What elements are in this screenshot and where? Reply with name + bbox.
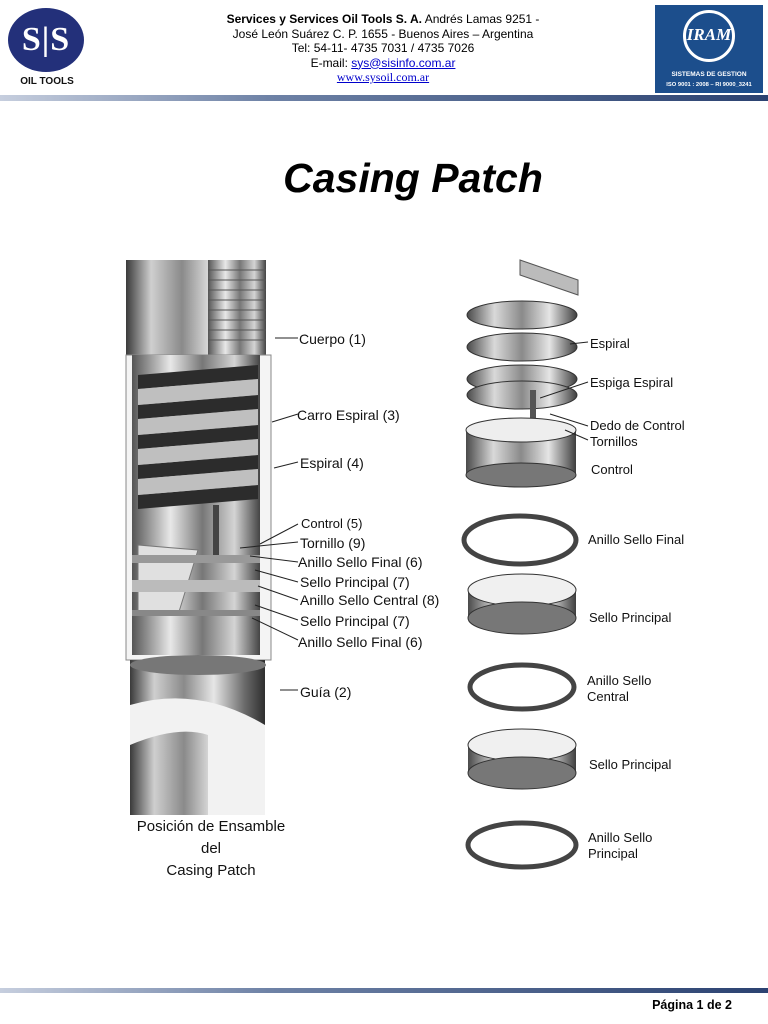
header-rule: [0, 95, 768, 101]
label-espiral-part: Espiral: [590, 336, 630, 351]
iram-logo: IRAM SISTEMAS DE GESTION ISO 9001 : 2008…: [655, 5, 763, 93]
company-line-1: Services y Services Oil Tools S. A. Andr…: [150, 12, 616, 27]
guide-leader-line: [280, 689, 298, 691]
label-control: Control (5): [301, 516, 363, 531]
email-label: E-mail:: [310, 55, 352, 70]
website-line: www.sysoil.com.ar: [150, 70, 616, 85]
label-anillo-sello-central: Anillo Sello Central (8): [300, 592, 440, 608]
address-city: José León Suárez C. P. 1655 - Buenos Air…: [232, 26, 534, 41]
iram-line-1: SISTEMAS DE GESTION: [671, 71, 747, 78]
email-link[interactable]: sys@sisinfo.com.ar: [351, 55, 456, 70]
assembly-caption: Posición de Ensamble del Casing Patch: [118, 816, 304, 882]
iram-ring: [683, 10, 735, 62]
email-line: E-mail: sys@sisinfo.com.ar: [150, 56, 616, 71]
footer-rule: [0, 988, 768, 993]
label-anillo-sello-central-1: Anillo Sello: [587, 673, 652, 688]
iram-line-2: ISO 9001 : 2008 – RI 9000_3241: [666, 82, 752, 88]
label-sello-principal-top: Sello Principal (7): [300, 574, 410, 590]
exploded-illustration: [461, 259, 579, 870]
label-carro-espiral: Carro Espiral (3): [297, 407, 400, 423]
sis-oil-tools-logo: S|S OIL TOOLS: [8, 8, 86, 90]
label-tornillo: Tornillo (9): [300, 535, 366, 551]
label-anillo-sello-principal-2: Principal: [588, 846, 638, 861]
label-anillo-sello-final-bottom: Anillo Sello Final (6): [298, 634, 423, 650]
label-control-part: Control: [591, 462, 633, 477]
assembly-illustration: [125, 260, 272, 815]
logo-subtitle: OIL TOOLS: [20, 76, 74, 87]
label-guia: Guía (2): [300, 684, 352, 700]
phone-line: Tel: 54-11- 4735 7031 / 4735 7026: [291, 41, 475, 55]
company-name: Services y Services Oil Tools S. A.: [226, 12, 423, 26]
page-title: Casing Patch: [283, 155, 543, 201]
logo-letters: S|S: [21, 21, 71, 58]
label-espiral: Espiral (4): [300, 455, 364, 471]
iram-text: IRAM: [686, 25, 732, 44]
label-anillo-sello-final-part: Anillo Sello Final: [588, 532, 685, 547]
caption-line-3: Casing Patch: [166, 862, 256, 879]
label-anillo-sello-final-top: Anillo Sello Final (6): [298, 554, 423, 570]
assembly-leader-lines: [239, 337, 299, 641]
label-sello-principal-bottom: Sello Principal (7): [300, 613, 410, 629]
logo-circle: [8, 8, 84, 72]
address-street: Andrés Lamas 9251 -: [422, 12, 540, 26]
company-info: Services y Services Oil Tools S. A. Andr…: [150, 12, 616, 85]
label-espiga-espiral: Espiga Espiral: [590, 375, 674, 390]
label-sello-principal-part-1: Sello Principal: [589, 610, 672, 625]
caption-line-1: Posición de Ensamble: [136, 818, 286, 835]
label-anillo-sello-central-2: Central: [587, 689, 629, 704]
label-dedo-de-control: Dedo de Control: [590, 418, 685, 433]
label-anillo-sello-principal-1: Anillo Sello: [588, 830, 653, 845]
page-number: Página 1 de 2: [652, 998, 732, 1012]
caption-line-2: del: [200, 840, 222, 857]
label-cuerpo: Cuerpo (1): [299, 331, 366, 347]
exploded-leader-lines: [540, 341, 589, 441]
website-link[interactable]: www.sysoil.com.ar: [336, 70, 430, 84]
label-tornillos: Tornillos: [590, 434, 638, 449]
label-sello-principal-part-2: Sello Principal: [589, 757, 672, 772]
